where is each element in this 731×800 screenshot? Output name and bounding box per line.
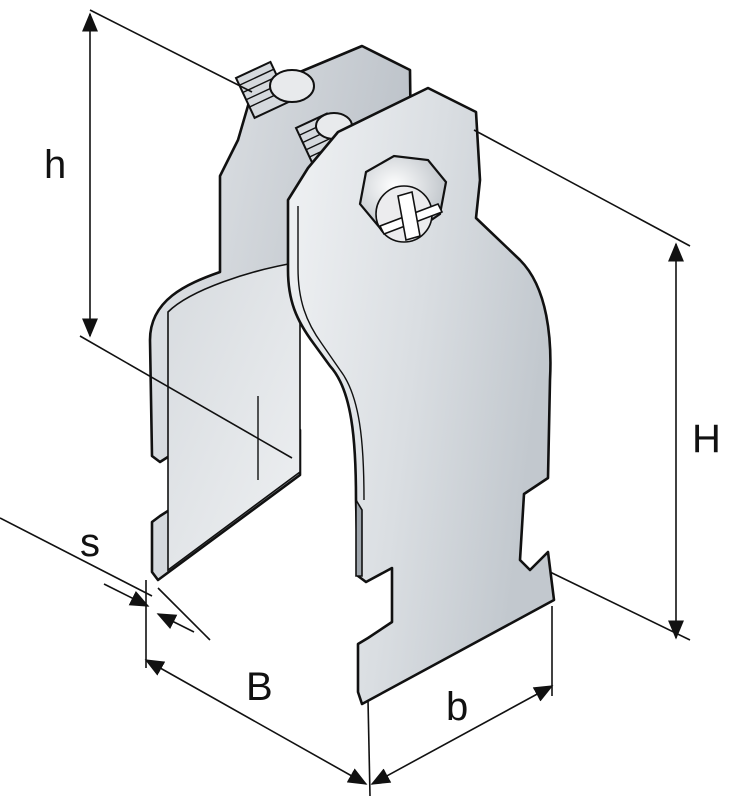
dimension-label-b: b (446, 685, 468, 729)
bolt-head-icon (358, 154, 448, 243)
extension-lines (0, 9, 691, 797)
dimension-label-B: B (246, 665, 273, 709)
dimension-label-H: H (692, 417, 721, 461)
dimension-label-h: h (44, 143, 66, 187)
front-strap (286, 86, 556, 706)
dimension-arrows (82, 12, 684, 785)
dimension-label-s: s (80, 521, 100, 565)
bolt-shafts (234, 60, 353, 166)
